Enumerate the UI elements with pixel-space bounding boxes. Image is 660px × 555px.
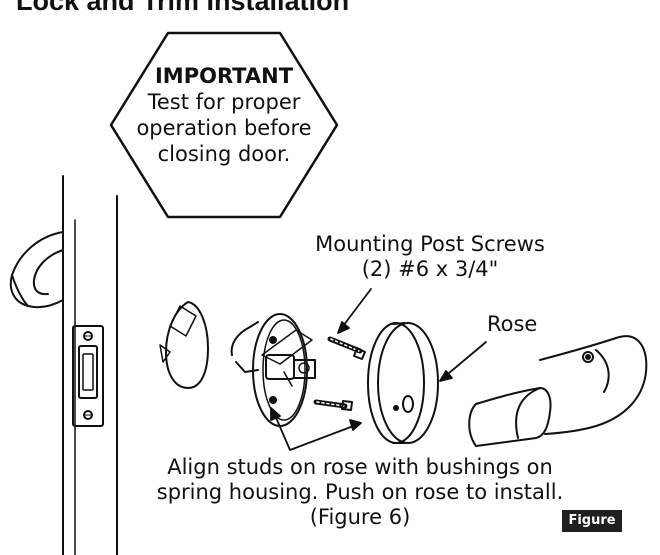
- screws-callout: Mounting Post Screws (2) #6 x 3/4": [300, 232, 560, 282]
- notice-line: closing door.: [157, 142, 291, 166]
- figure-label: Figure 6: [562, 510, 622, 550]
- align-instruction-line: Align studs on rose with bushings on: [167, 455, 553, 479]
- screws-leader: [337, 288, 372, 334]
- section-heading: Lock and Trim Installation: [16, 0, 350, 16]
- rose-callout: Rose: [487, 312, 538, 336]
- mounting-post-screws: [313, 336, 366, 411]
- spring-housing: [230, 313, 316, 427]
- important-notice: IMPORTANT Test for proper operation befo…: [113, 63, 335, 167]
- rose: [367, 322, 439, 444]
- door-edge: [62, 175, 118, 555]
- latch-faceplate: [72, 325, 104, 427]
- notice-hexagon: [109, 31, 339, 219]
- screws-callout-line: Mounting Post Screws: [315, 232, 545, 256]
- notice-line: operation before: [136, 116, 312, 140]
- outside-lever: [468, 335, 648, 447]
- door-bore-hole: [159, 301, 209, 389]
- rose-leader: [439, 341, 487, 382]
- align-instruction-line: spring housing. Push on rose to install.: [156, 480, 564, 504]
- notice-title: IMPORTANT: [154, 64, 294, 88]
- align-instruction-line: (Figure 6): [309, 505, 411, 529]
- screws-callout-line: (2) #6 x 3/4": [361, 257, 499, 281]
- align-leader: [270, 407, 362, 451]
- notice-line: Test for proper: [147, 90, 301, 114]
- align-instruction: Align studs on rose with bushings on spr…: [100, 455, 620, 530]
- inside-lever: [9, 231, 64, 309]
